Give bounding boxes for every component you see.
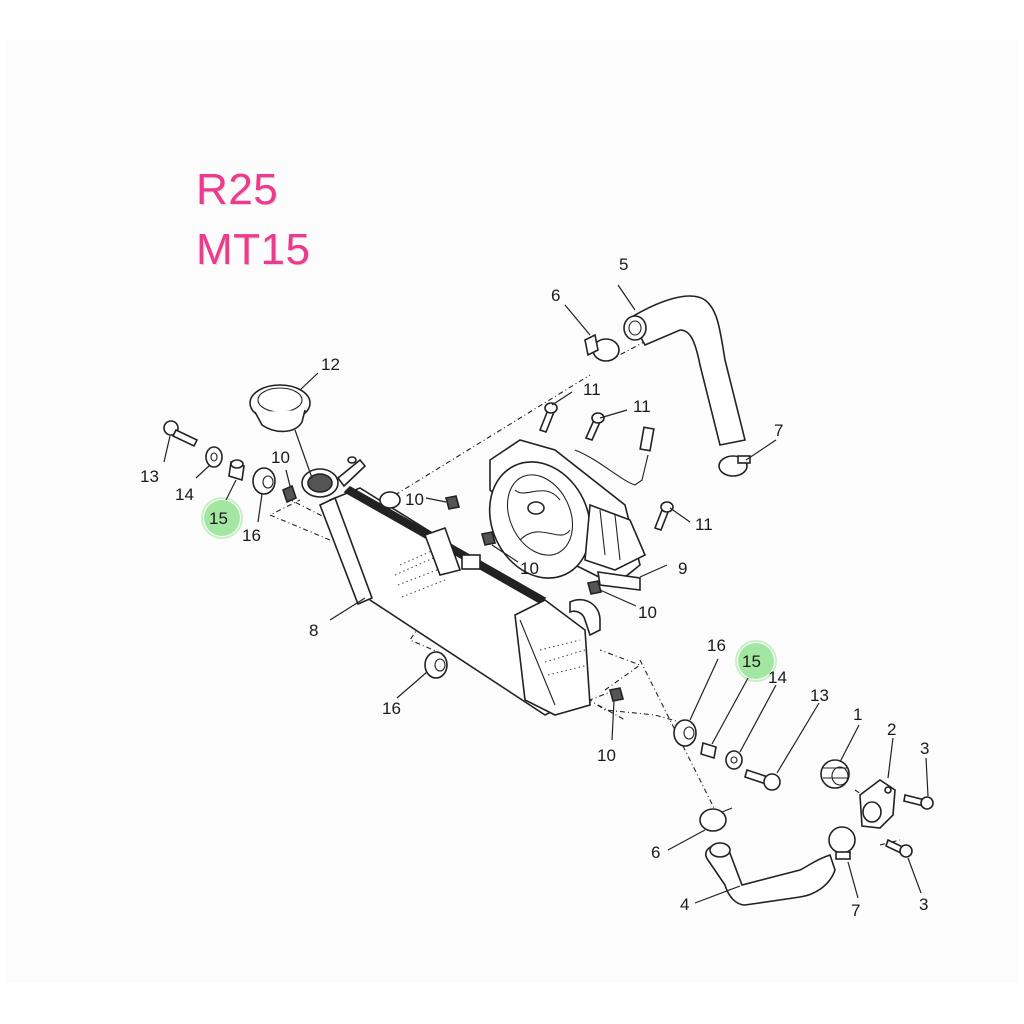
radiator bbox=[318, 486, 601, 716]
lower-hose bbox=[705, 842, 836, 906]
callout-11[interactable]: 11 bbox=[695, 515, 713, 534]
upper-hose bbox=[623, 295, 746, 446]
highlight-15-right bbox=[735, 640, 777, 682]
callout-14[interactable]: 14 bbox=[768, 668, 787, 687]
part-1 bbox=[820, 759, 850, 789]
highlight-15-left bbox=[201, 497, 243, 539]
bolt-3-lower bbox=[885, 838, 913, 858]
callout-1[interactable]: 1 bbox=[853, 705, 862, 724]
callout-labels: 1 2 3 3 4 5 6 6 7 7 8 9 10 10 10 10 10 1… bbox=[140, 255, 929, 920]
callout-16[interactable]: 16 bbox=[242, 526, 261, 545]
lower-hose-clamp-7 bbox=[828, 826, 856, 860]
callout-8[interactable]: 8 bbox=[309, 621, 318, 640]
callout-10[interactable]: 10 bbox=[597, 746, 616, 765]
callout-7[interactable]: 7 bbox=[851, 901, 860, 920]
upper-hose-clamp-7 bbox=[718, 455, 751, 477]
model-label-r25: R25 bbox=[196, 165, 279, 214]
assembly-lines bbox=[268, 339, 901, 846]
callout-5[interactable]: 5 bbox=[619, 255, 628, 274]
leader-lines bbox=[163, 284, 929, 904]
callout-13[interactable]: 13 bbox=[810, 686, 829, 705]
collar-15-left bbox=[228, 459, 245, 482]
callout-9[interactable]: 9 bbox=[678, 559, 687, 578]
washer-14-left bbox=[205, 446, 223, 468]
callout-11[interactable]: 11 bbox=[633, 397, 651, 416]
callout-16[interactable]: 16 bbox=[382, 699, 401, 718]
callout-16[interactable]: 16 bbox=[707, 636, 726, 655]
bolt-3-upper bbox=[903, 794, 934, 810]
callout-10[interactable]: 10 bbox=[638, 603, 657, 622]
grommet-16-right bbox=[673, 719, 697, 747]
callout-15-highlighted[interactable]: 15 bbox=[742, 652, 761, 671]
callout-10[interactable]: 10 bbox=[271, 448, 290, 467]
callout-14[interactable]: 14 bbox=[175, 485, 194, 504]
callout-3[interactable]: 3 bbox=[919, 895, 928, 914]
callout-12[interactable]: 12 bbox=[321, 355, 340, 374]
washer-14-right bbox=[725, 750, 743, 770]
collar-15-right bbox=[700, 741, 717, 760]
callout-2[interactable]: 2 bbox=[887, 720, 896, 739]
callout-11[interactable]: 11 bbox=[583, 380, 601, 399]
bolt-13-left bbox=[163, 420, 199, 448]
callout-7[interactable]: 7 bbox=[774, 421, 783, 440]
callout-10[interactable]: 10 bbox=[405, 490, 424, 509]
callout-4[interactable]: 4 bbox=[680, 895, 689, 914]
grommet-16-left bbox=[252, 467, 276, 495]
callout-13[interactable]: 13 bbox=[140, 467, 159, 486]
nuts-10 bbox=[282, 484, 624, 702]
callout-3[interactable]: 3 bbox=[920, 739, 929, 758]
callout-15-highlighted[interactable]: 15 bbox=[209, 509, 228, 528]
callout-6[interactable]: 6 bbox=[651, 843, 660, 862]
upper-hose-clamp-6 bbox=[584, 333, 620, 362]
grommet-16-bottom bbox=[424, 651, 448, 679]
bolt-13-right bbox=[744, 768, 781, 791]
lower-hose-clamp-6 bbox=[699, 807, 733, 832]
model-label-mt15: MT15 bbox=[196, 225, 311, 274]
callout-6[interactable]: 6 bbox=[551, 286, 560, 305]
radiator-cap bbox=[249, 384, 313, 479]
part-2 bbox=[859, 779, 896, 829]
bolts-11 bbox=[538, 402, 674, 531]
callout-10[interactable]: 10 bbox=[520, 559, 539, 578]
cooling-fan bbox=[488, 426, 655, 591]
